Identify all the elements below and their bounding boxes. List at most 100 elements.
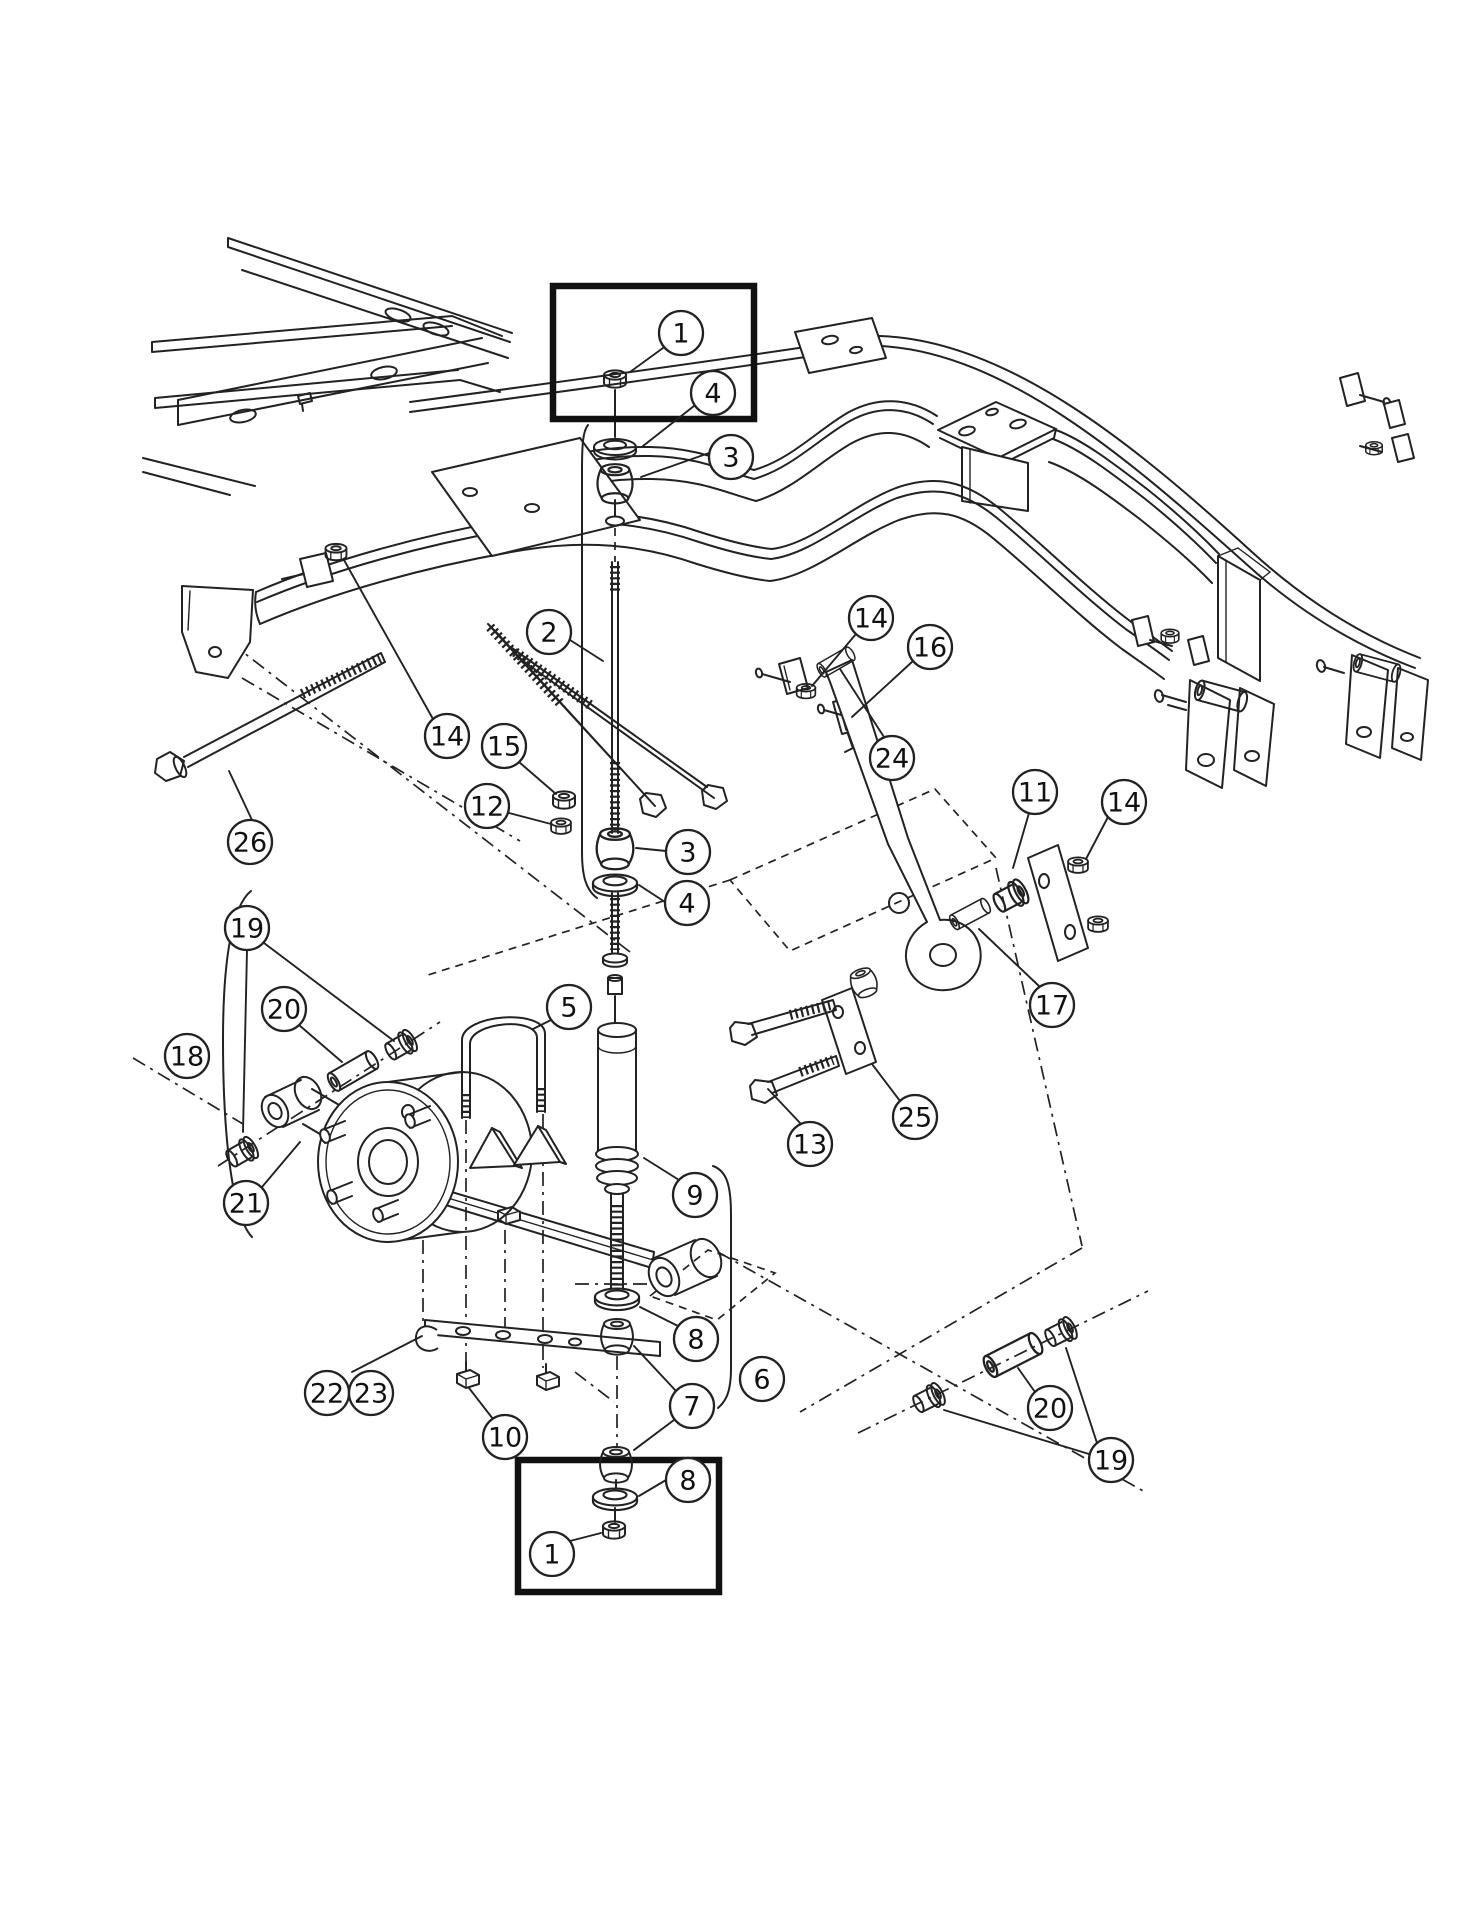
callout-balloon bbox=[481, 1413, 529, 1461]
callout-leader-line bbox=[978, 928, 1041, 988]
frame-end-shackle bbox=[1131, 547, 1275, 789]
callout-number: 14 bbox=[854, 604, 888, 635]
detail-highlight-box bbox=[549, 282, 758, 423]
callout-number: 20 bbox=[267, 995, 301, 1026]
callout-balloon bbox=[226, 818, 274, 866]
callout-leader-line bbox=[1085, 816, 1109, 860]
callout-leader-line bbox=[518, 761, 557, 795]
callout-balloon bbox=[847, 594, 895, 642]
saddle-wedges bbox=[469, 1125, 567, 1169]
callout-5: 5 bbox=[532, 983, 593, 1031]
callout-7: 7 bbox=[633, 1345, 716, 1451]
callout-balloon bbox=[223, 904, 271, 952]
callout-16: 16 bbox=[851, 623, 954, 718]
callout-balloon bbox=[423, 712, 471, 760]
callout-25: 25 bbox=[871, 1063, 939, 1141]
callout-number: 2 bbox=[540, 618, 557, 649]
cross-member-lower bbox=[254, 437, 1173, 680]
callout-15: 15 bbox=[480, 722, 557, 795]
callout-leader-line bbox=[633, 1419, 675, 1451]
callout-balloon bbox=[664, 828, 712, 876]
washer-4 bbox=[591, 873, 639, 898]
callout-leader-line bbox=[343, 559, 434, 720]
bolt-13 bbox=[729, 999, 837, 1046]
callout-leader-line bbox=[298, 1024, 343, 1063]
nut-12 bbox=[550, 817, 572, 835]
callout-balloon bbox=[222, 1179, 270, 1227]
callout-leader-line bbox=[468, 1387, 494, 1420]
callout-leader-line bbox=[642, 405, 695, 447]
callout-number: 19 bbox=[230, 914, 264, 945]
callout-number: 19 bbox=[1094, 1446, 1128, 1477]
callout-number: 8 bbox=[679, 1466, 696, 1497]
callout-number: 22 bbox=[310, 1379, 344, 1410]
callout-leader-line bbox=[569, 639, 604, 662]
callout-number: 16 bbox=[913, 633, 947, 664]
callout-number: 3 bbox=[679, 838, 696, 869]
callout-leader-line bbox=[261, 1141, 301, 1188]
bolt-12 bbox=[511, 647, 728, 810]
callout-balloon bbox=[347, 1369, 395, 1417]
spring-front-eye bbox=[260, 1075, 323, 1129]
bolt-13 bbox=[749, 1055, 840, 1104]
callout-4: 4 bbox=[642, 369, 737, 447]
callout-leader-line bbox=[633, 1345, 677, 1392]
callout-13: 13 bbox=[767, 1088, 834, 1168]
callout-14: 14 bbox=[343, 559, 471, 760]
callout-1: 1 bbox=[528, 1530, 602, 1578]
bushing-11 bbox=[988, 876, 1033, 918]
callout-19: 19 bbox=[943, 1347, 1135, 1484]
callout-number: 20 bbox=[1033, 1394, 1067, 1425]
callout-17: 17 bbox=[978, 928, 1076, 1029]
callout-leader-line bbox=[1012, 812, 1030, 869]
wheel-studs bbox=[319, 1105, 431, 1223]
frame-bracket-plate bbox=[794, 317, 887, 374]
callout-20: 20 bbox=[260, 985, 343, 1063]
callout-number: 18 bbox=[170, 1042, 204, 1073]
callout-number: 17 bbox=[1035, 991, 1069, 1022]
callout-23: 23 bbox=[347, 1335, 423, 1417]
detail-highlight-box bbox=[514, 1456, 723, 1596]
callout-number: 12 bbox=[470, 792, 504, 823]
callout-balloon bbox=[1026, 1384, 1074, 1432]
callout-leader-line bbox=[532, 1019, 552, 1030]
callout-balloon bbox=[528, 1530, 576, 1578]
callout-balloon bbox=[480, 722, 528, 770]
shock-upper-stack bbox=[591, 369, 639, 1024]
callout-leader-line bbox=[629, 347, 664, 373]
equalizer-cluster bbox=[427, 644, 1109, 1104]
callout-24: 24 bbox=[839, 668, 916, 782]
plate-hook bbox=[414, 1325, 439, 1352]
callout-balloon bbox=[657, 309, 705, 357]
callout-number: 6 bbox=[753, 1365, 770, 1396]
brake-drum bbox=[317, 1071, 533, 1243]
callout-balloon bbox=[1028, 981, 1076, 1029]
callout-balloon bbox=[738, 1355, 786, 1403]
callout-leader-line bbox=[811, 633, 857, 687]
callout-balloon bbox=[906, 623, 954, 671]
callout-11: 11 bbox=[1011, 768, 1059, 869]
callout-leader-line bbox=[638, 1479, 667, 1497]
callout-leader-line bbox=[639, 1306, 679, 1327]
bushing-3 bbox=[595, 827, 635, 871]
callout-balloon bbox=[868, 734, 916, 782]
callout-number: 15 bbox=[487, 732, 521, 763]
callout-number: 7 bbox=[683, 1392, 700, 1423]
callout-3: 3 bbox=[640, 433, 755, 481]
callout-leader-line bbox=[839, 668, 885, 738]
bushing-19 bbox=[380, 1026, 421, 1065]
spring-mount-pad bbox=[431, 437, 641, 557]
callout-balloon bbox=[1087, 1436, 1135, 1484]
boxed-lower-parts bbox=[591, 1446, 639, 1540]
callout-number: 5 bbox=[560, 993, 577, 1024]
callout-leader-line bbox=[767, 1088, 802, 1125]
callout-20: 20 bbox=[1017, 1367, 1074, 1432]
callout-leader-line bbox=[1017, 1367, 1036, 1393]
callout-balloon bbox=[689, 369, 737, 417]
callout-balloon bbox=[671, 1171, 719, 1219]
callout-2: 2 bbox=[525, 608, 604, 662]
callout-9: 9 bbox=[643, 1157, 719, 1219]
square-bolt-10 bbox=[536, 1363, 560, 1391]
